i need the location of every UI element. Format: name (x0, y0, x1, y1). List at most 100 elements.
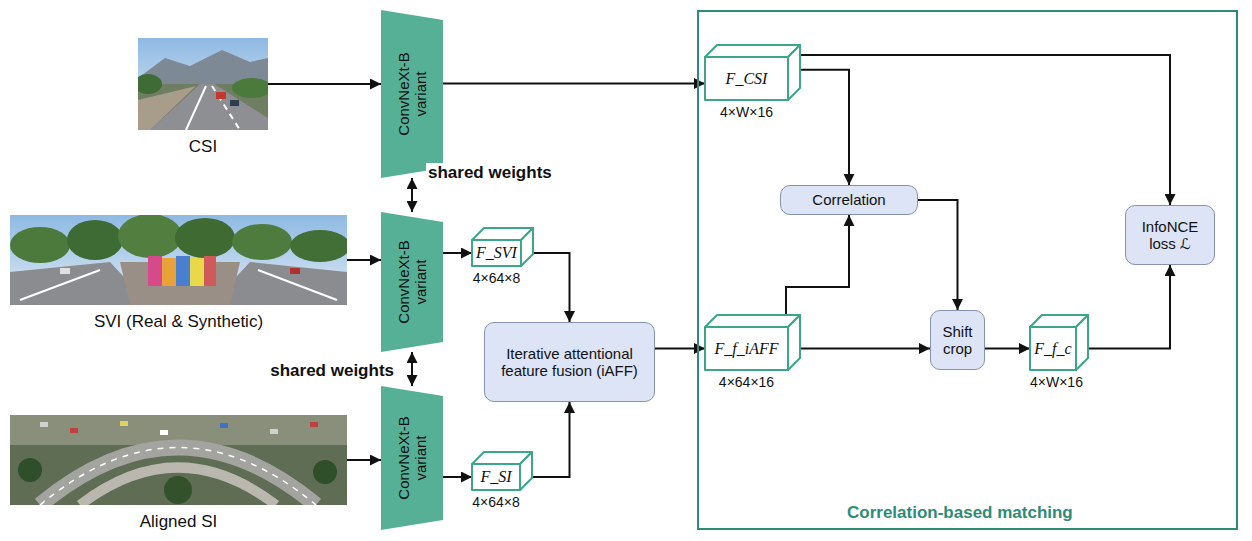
tensor-face: F_SVI (472, 240, 521, 266)
box-label: Correlation (812, 191, 885, 208)
image-caption: SVI (Real & Synthetic) (94, 312, 263, 331)
tensor-face-outline (705, 45, 800, 57)
input-image: SVI (Real & Synthetic) (10, 215, 347, 305)
tensor-dimensions: 4×W×16 (720, 104, 773, 120)
encoder-label-holder: ConvNeXt-B variant (395, 398, 430, 518)
svi-panorama-part (204, 256, 216, 286)
input-image: CSI (138, 38, 268, 130)
encoder-trapezoid-fill (381, 386, 443, 530)
aligned-satellite-image-part (164, 476, 192, 504)
tensor-name: F_f_c (1034, 340, 1071, 358)
process-box: Correlation (780, 185, 918, 215)
encoder-label-holder: ConvNeXt-B variant (395, 222, 430, 342)
encoder-trapezoid-fill (381, 212, 443, 352)
tensor-name: F_SVI (476, 244, 517, 262)
csi-photo-part (232, 78, 268, 98)
aligned-satellite-image-part (10, 415, 347, 505)
aligned-satellite-image-part (40, 448, 316, 506)
matching-panel: F_CSI4×W×16CorrelationInfoNCE loss ℒF_f_… (697, 10, 1238, 530)
tensor-dims-holder: 4×64×8 (472, 494, 520, 510)
aligned-satellite-image-part (40, 448, 316, 506)
image-caption: CSI (189, 137, 217, 156)
encoder-label: ConvNeXt-B variant (395, 52, 429, 135)
aligned-satellite-image-part (40, 422, 48, 427)
connector-arrow (268, 83, 381, 85)
svi-panorama-part (175, 218, 235, 258)
input-image: Aligned SI (10, 415, 347, 505)
svi-panorama-part (10, 227, 70, 263)
svi-panorama-part (10, 215, 347, 305)
svi-panorama-part (148, 256, 162, 286)
aligned-satellite-image-part (313, 460, 337, 484)
tensor-face: F_SI (472, 464, 520, 490)
tensor-face-outline (1030, 327, 1076, 370)
csi-photo-part (230, 100, 239, 106)
edge-label: shared weights (270, 361, 394, 380)
tensor-face: F_f_iAFF (705, 327, 788, 370)
tensor-face: F_CSI (705, 57, 788, 100)
process-box: Shift crop (930, 310, 985, 370)
svi-panorama-part (162, 258, 176, 286)
svi-panorama (10, 215, 347, 305)
box-label: Iterative attentional feature fusion (iA… (492, 345, 647, 380)
csi-photo-part (216, 92, 226, 99)
image-caption: Aligned SI (140, 512, 218, 531)
feature-tensor: F_SI4×64×8 (472, 452, 532, 490)
tensor-face-outline (520, 452, 532, 490)
tensor-face-outline (705, 57, 788, 100)
tensor-face-outline (788, 315, 800, 370)
connector-arrow (800, 55, 1170, 205)
aligned-satellite-image-part (160, 430, 168, 435)
feature-tensor: F_f_iAFF4×64×16 (705, 315, 800, 370)
box-label: InfoNCE loss ℒ (1133, 218, 1207, 253)
edge-label-holder: shared weights (426, 163, 554, 183)
edge-label: shared weights (428, 163, 552, 182)
tensor-face-outline (788, 45, 800, 100)
connector-arrow (443, 83, 705, 85)
csi-photo (138, 38, 268, 130)
panel-title: Correlation-based matching (847, 503, 1073, 522)
connector-arrow (533, 253, 570, 322)
connector-arrow (411, 178, 413, 212)
feature-tensor: F_CSI4×W×16 (705, 45, 800, 100)
tensor-dimensions: 4×W×16 (1030, 374, 1083, 390)
aligned-satellite-image (10, 415, 347, 505)
svi-panorama-part (60, 268, 70, 274)
encoder-trapezoid-fill (381, 10, 443, 178)
connector-arrow (411, 352, 413, 386)
svi-panorama-part (190, 258, 204, 286)
encoder-trapezoid: ConvNeXt-B variant (381, 386, 443, 530)
svi-panorama-part (258, 270, 337, 300)
aligned-satellite-image-part (220, 423, 228, 428)
svi-panorama-part (290, 230, 347, 262)
connector-arrow (443, 476, 472, 478)
image-caption-holder: CSI (189, 137, 217, 157)
process-box: Iterative attentional feature fusion (iA… (484, 322, 655, 402)
aligned-satellite-image-part (18, 458, 42, 482)
image-caption-holder: Aligned SI (140, 512, 218, 532)
image-caption-holder: SVI (Real & Synthetic) (94, 312, 263, 332)
tensor-name: F_CSI (726, 70, 768, 88)
tensor-name: F_SI (480, 468, 511, 486)
tensor-face-outline (1076, 315, 1088, 370)
process-box: InfoNCE loss ℒ (1125, 205, 1215, 265)
feature-tensor: F_SVI4×64×8 (472, 228, 533, 266)
tensor-face-outline (521, 228, 533, 266)
edge-label-holder: shared weights (268, 361, 396, 381)
connector-arrow (532, 402, 570, 477)
svi-panorama-part (67, 220, 123, 260)
tensor-dims-holder: 4×W×16 (1030, 374, 1076, 390)
tensor-dims-holder: 4×64×16 (705, 374, 788, 390)
aligned-satellite-image-part (120, 421, 128, 426)
svi-panorama-part (176, 256, 190, 286)
encoder-trapezoid: ConvNeXt-B variant (381, 10, 443, 178)
encoder-trapezoid: ConvNeXt-B variant (381, 212, 443, 352)
aligned-satellite-image-part (270, 429, 278, 434)
svi-panorama-part (20, 270, 100, 300)
encoder-label: ConvNeXt-B variant (395, 416, 429, 499)
connector-arrow (800, 348, 930, 350)
svi-panorama-part (232, 224, 292, 260)
tensor-dims-holder: 4×64×8 (472, 270, 521, 286)
connector-arrow (800, 70, 849, 185)
